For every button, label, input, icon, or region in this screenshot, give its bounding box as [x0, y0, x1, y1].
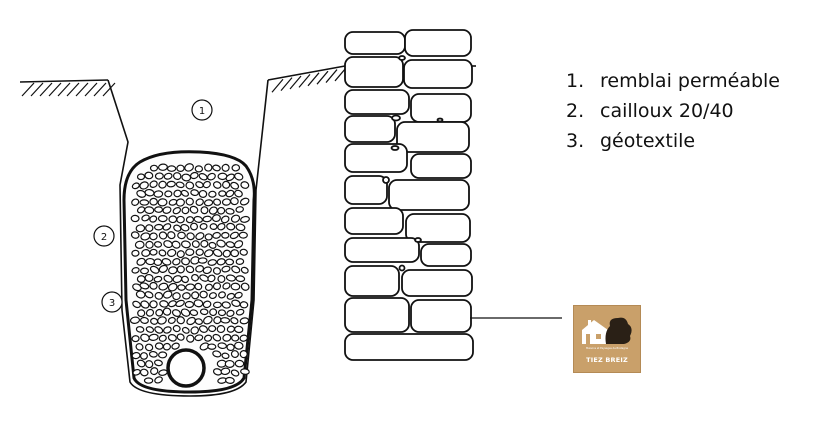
tiez-breiz-logo: Maisons et Paysages de Bretagne TIEZ BRE…	[573, 305, 641, 373]
legend-item-label: géotextile	[600, 130, 696, 152]
ground-hatching-right	[271, 67, 347, 93]
legend-item: 1. remblai perméable	[566, 66, 780, 96]
stone-wall	[344, 29, 474, 361]
callout-1: 1	[191, 99, 213, 121]
drain-pipe	[166, 348, 206, 388]
callout-2: 2	[93, 225, 115, 247]
legend-item-label: remblai perméable	[600, 70, 780, 92]
house-tree-icon	[582, 317, 632, 344]
logo-brand: TIEZ BREIZ	[586, 356, 628, 364]
legend-item-number: 2.	[566, 100, 585, 122]
ground-hatching-left	[21, 82, 116, 97]
legend-item-label: cailloux 20/40	[600, 100, 734, 122]
callout-3-label: 3	[109, 298, 115, 309]
logo-tagline: Maisons et Paysages de Bretagne	[585, 347, 629, 350]
legend-item-number: 3.	[566, 130, 585, 152]
trench-outline	[107, 79, 269, 397]
callout-2-label: 2	[101, 232, 107, 243]
callout-3: 3	[101, 291, 123, 313]
legend: 1. remblai perméable 2. cailloux 20/40 3. g…	[566, 66, 780, 156]
legend-item-number: 1.	[566, 70, 585, 92]
legend-item: 3. géotextile	[566, 126, 780, 156]
gravel-stones	[129, 163, 250, 384]
legend-item: 2. cailloux 20/40	[566, 96, 780, 126]
callout-1-label: 1	[199, 106, 205, 117]
